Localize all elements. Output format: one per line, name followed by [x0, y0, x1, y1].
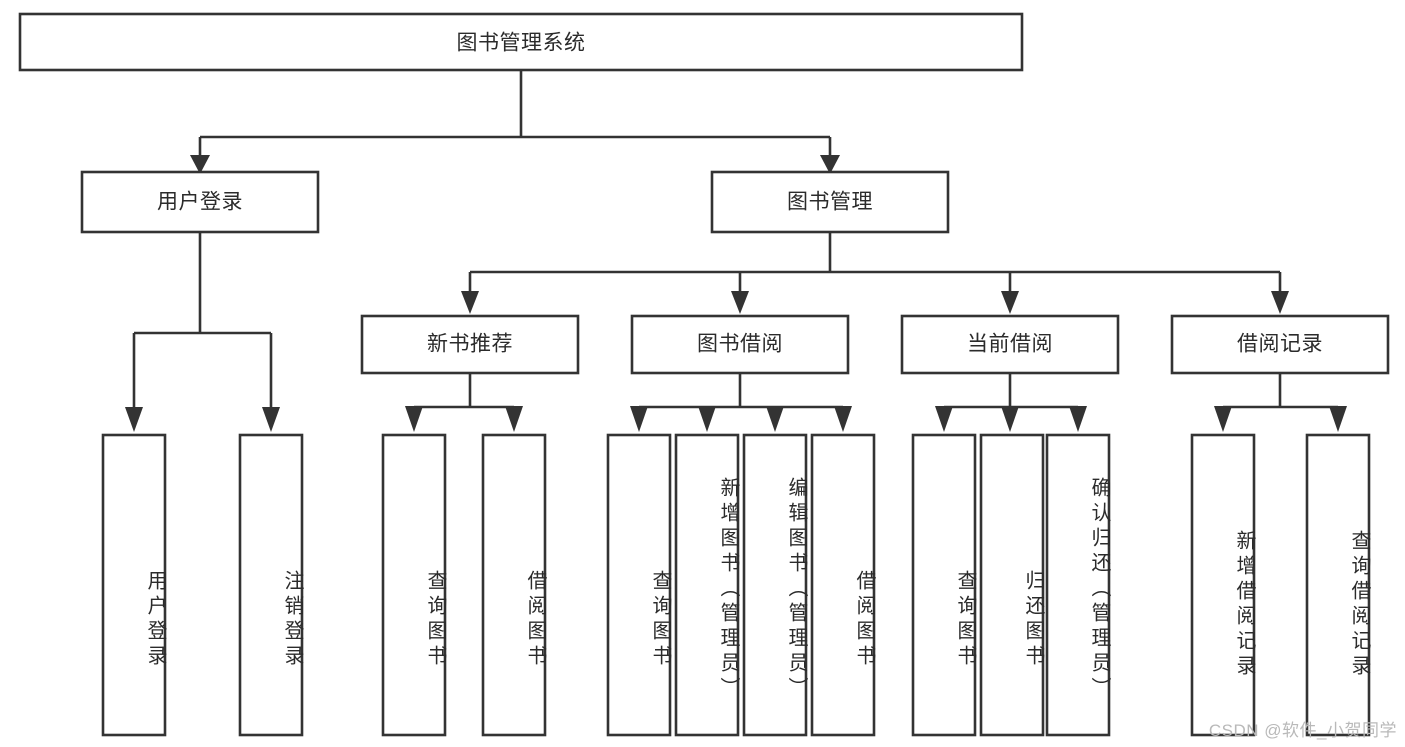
- connector-group-current-borrow: [935, 373, 1087, 432]
- node-book-management-label: 图书管理: [787, 191, 873, 214]
- arrow-head-leaf-add-record: [1214, 406, 1232, 432]
- node-borrow-record-label: 借阅记录: [1237, 333, 1323, 356]
- arrow-head-leaf-return-book: [1001, 406, 1019, 432]
- leaf-box-return-book[interactable]: [979, 433, 1045, 737]
- leaf-box-user-login[interactable]: [101, 433, 167, 737]
- node-user-login-box[interactable]: [80, 170, 320, 234]
- arrow-head-book-management: [820, 155, 840, 174]
- csdn-watermark: CSDN @软件_小贺同学: [1208, 721, 1397, 740]
- arrow-head-leaf-user-login: [125, 407, 143, 432]
- leaf-box-add-record[interactable]: [1190, 433, 1256, 737]
- arrow-head-leaf-add-book: [698, 406, 716, 432]
- connector-group-user-login: [125, 232, 280, 432]
- leaf-box-query-book-2[interactable]: [606, 433, 672, 737]
- node-book-borrow-box[interactable]: [630, 314, 850, 375]
- arrow-head-leaf-query-book-3: [935, 406, 953, 432]
- arrow-head-leaf-borrow-book-1: [505, 406, 523, 432]
- node-borrow-record-box[interactable]: [1170, 314, 1390, 375]
- arrow-head-current-borrow: [1001, 291, 1019, 314]
- node-book-borrow[interactable]: 图书借阅: [630, 314, 850, 375]
- connector-group-borrow-record: [1214, 373, 1347, 432]
- node-user-login-label: 用户登录: [157, 191, 243, 214]
- node-book-borrow-label: 图书借阅: [697, 333, 783, 356]
- leaf-box-logout[interactable]: [238, 433, 304, 737]
- arrow-head-book-borrow: [731, 291, 749, 314]
- leaf-box-query-book-3[interactable]: [911, 433, 977, 737]
- node-current-borrow[interactable]: 当前借阅: [900, 314, 1120, 375]
- connector-group-book-management: [461, 232, 1289, 314]
- node-new-book-recommend-box[interactable]: [360, 314, 580, 375]
- node-root[interactable]: 图书管理系统: [18, 12, 1024, 72]
- leaf-box-query-book-1[interactable]: [381, 433, 447, 737]
- leaf-box-borrow-book-2[interactable]: [810, 433, 876, 737]
- arrow-head-borrow-record: [1271, 291, 1289, 314]
- node-current-borrow-label: 当前借阅: [967, 333, 1053, 356]
- connector-group-new-book-recommend: [405, 373, 523, 432]
- arrow-head-leaf-query-book-1: [405, 406, 423, 432]
- connector-group-book-borrow: [630, 373, 852, 432]
- arrow-head-leaf-logout: [262, 407, 280, 432]
- leaf-box-query-record[interactable]: [1305, 433, 1371, 737]
- leaf-box-add-book[interactable]: [674, 433, 740, 737]
- leaf-box-borrow-book-1[interactable]: [481, 433, 547, 737]
- node-borrow-record[interactable]: 借阅记录: [1170, 314, 1390, 375]
- node-current-borrow-box[interactable]: [900, 314, 1120, 375]
- arrow-head-leaf-edit-book: [766, 406, 784, 432]
- leaf-box-edit-book[interactable]: [742, 433, 808, 737]
- arrow-head-user-login: [190, 155, 210, 174]
- arrow-head-leaf-query-record: [1329, 406, 1347, 432]
- arrow-head-leaf-borrow-book-2: [834, 406, 852, 432]
- connector-group-root: [190, 70, 840, 174]
- arrow-head-new-book-recommend: [461, 291, 479, 314]
- leaf-box-confirm-return[interactable]: [1045, 433, 1111, 737]
- node-root-label: 图书管理系统: [457, 32, 586, 55]
- arrow-head-leaf-confirm-return: [1069, 406, 1087, 432]
- node-new-book-recommend-label: 新书推荐: [427, 333, 513, 356]
- arrow-head-leaf-query-book-2: [630, 406, 648, 432]
- node-user-login[interactable]: 用户登录: [80, 170, 320, 234]
- node-book-management[interactable]: 图书管理: [710, 170, 950, 234]
- node-root-box[interactable]: [18, 12, 1024, 72]
- node-book-management-box[interactable]: [710, 170, 950, 234]
- node-new-book-recommend[interactable]: 新书推荐: [360, 314, 580, 375]
